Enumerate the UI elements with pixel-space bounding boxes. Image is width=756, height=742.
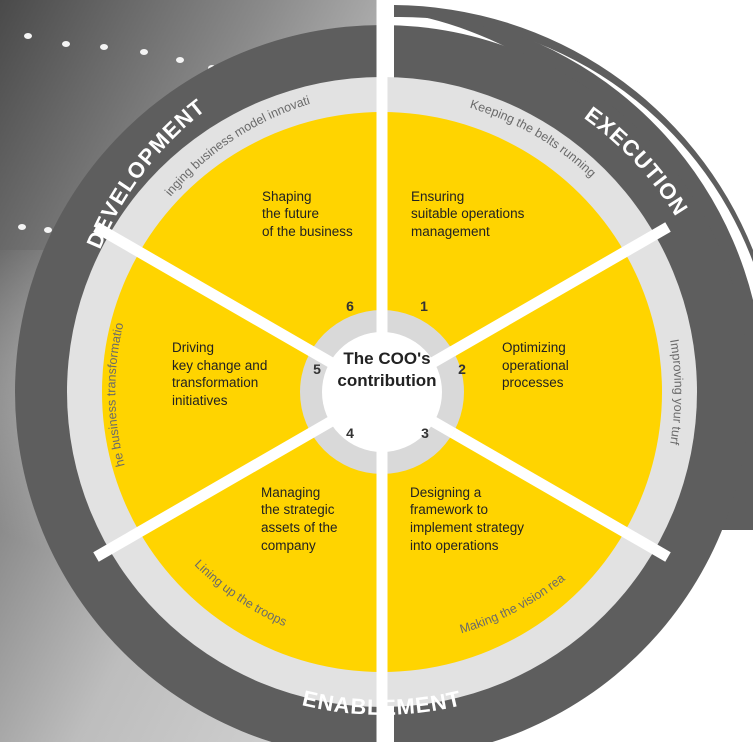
center-circle [322,332,442,452]
segment-4-number: 4 [346,425,354,441]
segment-5-wedge [101,252,382,532]
svg-text:into operations: into operations [410,538,499,553]
svg-text:Driving: Driving [172,340,214,355]
segment-1-text: Ensuring suitable operations management [411,189,525,239]
svg-text:processes: processes [502,375,564,390]
svg-text:the future: the future [262,206,319,221]
svg-text:key change and: key change and [172,358,267,373]
decorative-dots [18,33,216,239]
svg-text:Optimizing: Optimizing [502,340,566,355]
svg-text:Shaping: Shaping [262,189,312,204]
svg-text:framework to: framework to [410,502,488,517]
segment-3-wedge [382,392,625,672]
segment-5-text: Driving key change and transformation in… [172,340,267,408]
segment-1-number: 1 [420,298,428,314]
svg-text:company: company [261,538,316,553]
segment-1-wedge [382,112,625,392]
segment-2-number: 2 [458,361,466,377]
svg-text:management: management [411,224,490,239]
segment-6-wedge [139,112,382,392]
svg-text:Designing a: Designing a [410,485,482,500]
svg-text:implement strategy: implement strategy [410,520,524,535]
segment-6-number: 6 [346,298,354,314]
segment-6-text: Shaping the future of the business [262,189,353,239]
segment-2-wedge [382,252,663,532]
execution-outer-band [385,10,753,530]
svg-text:of the business: of the business [262,224,353,239]
segment-4-text: Managing the strategic assets of the com… [261,485,338,553]
svg-text:Ensuring: Ensuring [411,189,464,204]
svg-text:operational: operational [502,358,569,373]
svg-text:Managing: Managing [261,485,320,500]
segment-3-text: Designing a framework to implement strat… [410,485,524,553]
yellow-segments [101,112,663,672]
svg-text:assets of the: assets of the [261,520,338,535]
segment-2-text: Optimizing operational processes [502,340,569,390]
center-title-line1: The COO's [343,349,430,368]
ring-text-2: Improving your turf [667,338,686,446]
svg-text:transformation: transformation [172,375,258,390]
segment-4-wedge [139,392,382,672]
execution-outline-arc [394,5,753,262]
segment-3-number: 3 [421,425,429,441]
svg-text:initiatives: initiatives [172,393,228,408]
segment-5-number: 5 [313,361,321,377]
center-title-line2: contribution [337,371,436,390]
svg-text:suitable operations: suitable operations [411,206,525,221]
svg-text:the strategic: the strategic [261,502,335,517]
